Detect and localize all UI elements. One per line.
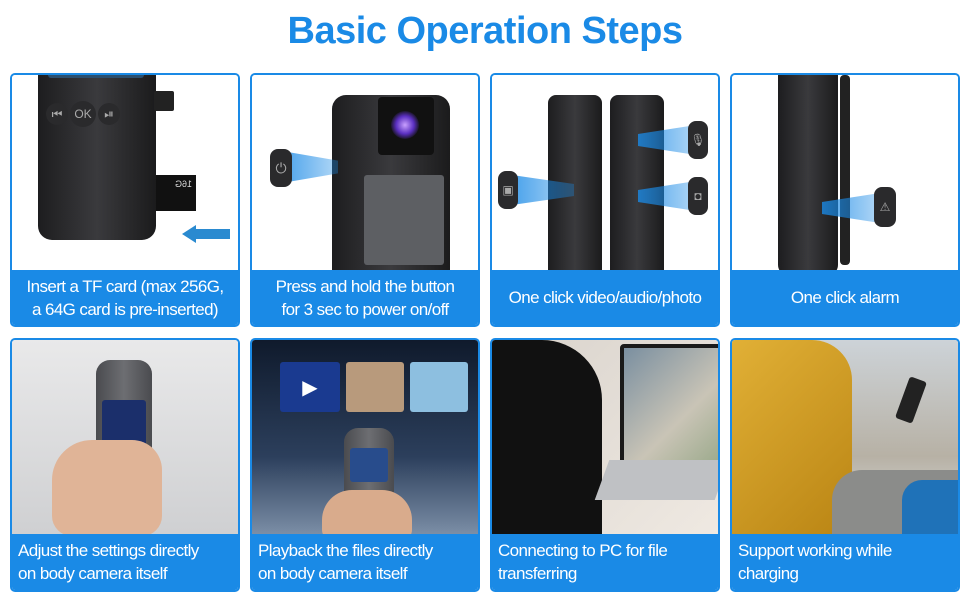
ok-button-icon: OK xyxy=(70,101,96,127)
step-caption: One click video/audio/photo xyxy=(492,270,718,325)
page-title: Basic Operation Steps xyxy=(287,10,683,52)
play-icon: ▶ xyxy=(280,362,340,412)
step-card-video-audio-photo: ▣ 🎙 ◘ One click video/audio/photo xyxy=(490,73,720,327)
playback-image: ▶ xyxy=(252,340,478,534)
video-icon: ▣ xyxy=(498,171,518,209)
charging-image xyxy=(732,340,958,534)
step-card-insert-tf: ⏮ OK ⏯ 16G Insert a TF card (max 256G,a … xyxy=(10,73,240,327)
step-caption: One click alarm xyxy=(732,270,958,325)
laptop-image xyxy=(492,340,718,534)
camera-lens-icon xyxy=(391,111,419,139)
microphone-icon: 🎙 xyxy=(688,121,708,159)
step-card-alarm: ⚠ One click alarm xyxy=(730,73,960,327)
arrow-left-icon xyxy=(182,225,196,243)
power-button-image: ⏻ xyxy=(252,75,478,270)
camera-icon: ◘ xyxy=(688,177,708,215)
step-caption: Insert a TF card (max 256G,a 64G card is… xyxy=(12,270,238,325)
tf-card-image: ⏮ OK ⏯ 16G xyxy=(12,75,238,270)
alarm-button-image: ⚠ xyxy=(732,75,958,270)
prev-button-icon: ⏮ xyxy=(46,103,68,125)
tf-card-icon: 16G xyxy=(156,175,196,211)
settings-image xyxy=(12,340,238,534)
side-buttons-image: ▣ 🎙 ◘ xyxy=(492,75,718,270)
power-icon: ⏻ xyxy=(270,149,292,187)
play-pause-button-icon: ⏯ xyxy=(98,103,120,125)
alarm-icon: ⚠ xyxy=(874,187,896,227)
